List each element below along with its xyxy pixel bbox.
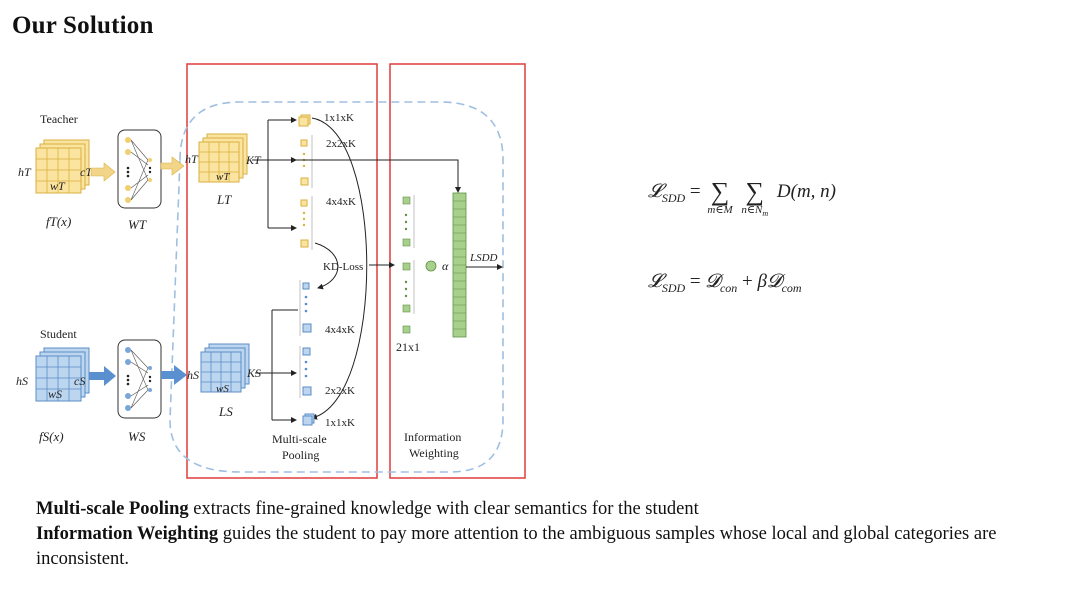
teacher-classifier (117, 129, 162, 209)
student-h-label: hS (16, 374, 28, 388)
teacher-feature-map (35, 139, 90, 194)
info-label-line2: Weighting (409, 446, 459, 460)
information-weighting-term: Information Weighting (36, 524, 219, 544)
teacher-pooled-1x1 (298, 114, 311, 127)
student-classifier-label: WS (128, 429, 146, 444)
dashed-region (169, 101, 504, 473)
teacher-logit-w-label: wT (216, 171, 230, 183)
alpha-circle (425, 260, 437, 272)
student-arrow-1 (89, 366, 116, 386)
kd-loss-label: KD-Loss (323, 261, 363, 273)
alpha-label: α (442, 259, 449, 273)
teacher-classifier-label: WT (128, 217, 147, 232)
information-weighting-box (389, 63, 526, 479)
student-l-label: LS (218, 404, 233, 419)
student-f-label: fS(x) (39, 429, 64, 444)
multiscale-label-line1: Multi-scale (272, 432, 327, 446)
student-k-label: KS (246, 366, 261, 380)
student-classifier (117, 339, 162, 419)
teacher-pool-2x2-label: 2x2xK (326, 138, 356, 150)
formula-1: 𝓛SDD = ∑ m∈M ∑ n∈Nm D(m, n) (648, 177, 837, 219)
teacher-logit-h-label: hT (185, 152, 199, 166)
student-w-label: wS (48, 387, 62, 401)
teacher-to-weighting-arrow (252, 159, 461, 193)
formula-2: 𝓛SDD = 𝓓con + β𝓓com (648, 270, 802, 295)
weight-size-label: 21x1 (396, 340, 420, 354)
teacher-h-label: hT (18, 165, 32, 179)
student-logit-map (200, 343, 250, 393)
weight-vector-column (402, 196, 411, 334)
teacher-pool-4x4-label: 4x4xK (326, 196, 356, 208)
student-pool-2x2-label: 2x2xK (325, 385, 355, 397)
student-label: Student (40, 327, 77, 341)
student-logit-h-label: hS (187, 368, 199, 382)
kd-loss-curve-outer (311, 117, 368, 420)
multiscale-label-line2: Pooling (282, 448, 319, 462)
multiscale-pooling-box (186, 63, 378, 479)
info-label-line1: Information (404, 430, 461, 444)
teacher-arrow-1 (90, 162, 116, 182)
teacher-c-label: cT (80, 165, 93, 179)
student-logit-w-label: wS (216, 383, 229, 395)
multiscale-pooling-term: Multi-scale Pooling (36, 499, 189, 519)
teacher-pool-1x1-label: 1x1xK (324, 112, 354, 124)
teacher-arrow-2 (160, 156, 185, 176)
teacher-f-label: fT(x) (46, 214, 71, 229)
weighted-loss-vector (452, 192, 467, 338)
teacher-pooled-4x4 (300, 199, 309, 248)
teacher-pooled-2x2 (300, 139, 309, 186)
teacher-label: Teacher (40, 112, 78, 126)
description-line-1: Multi-scale Pooling extracts fine-graine… (36, 497, 1076, 522)
kd-loss-curve-inner (314, 242, 339, 290)
student-pooled-4x4 (302, 282, 312, 333)
teacher-w-label: wT (50, 179, 66, 193)
description-line-2: Information Weighting guides the student… (36, 522, 1076, 572)
information-weighting-desc: guides the student to pay more attention… (36, 524, 997, 569)
lsdd-label: LSDD (469, 252, 498, 264)
student-pool-4x4-label: 4x4xK (325, 324, 355, 336)
multiscale-pooling-desc: extracts fine-grained knowledge with cle… (188, 499, 699, 519)
description: Multi-scale Pooling extracts fine-graine… (36, 497, 1076, 572)
teacher-logit-map (198, 133, 248, 183)
student-pool-1x1-label: 1x1xK (325, 417, 355, 429)
teacher-l-label: LT (216, 192, 232, 207)
student-pooled-2x2 (302, 347, 312, 396)
page-title: Our Solution (12, 12, 154, 39)
student-arrow-2 (161, 365, 187, 385)
student-c-label: cS (74, 374, 85, 388)
student-pooled-1x1 (302, 413, 315, 426)
student-feature-map (35, 347, 90, 402)
